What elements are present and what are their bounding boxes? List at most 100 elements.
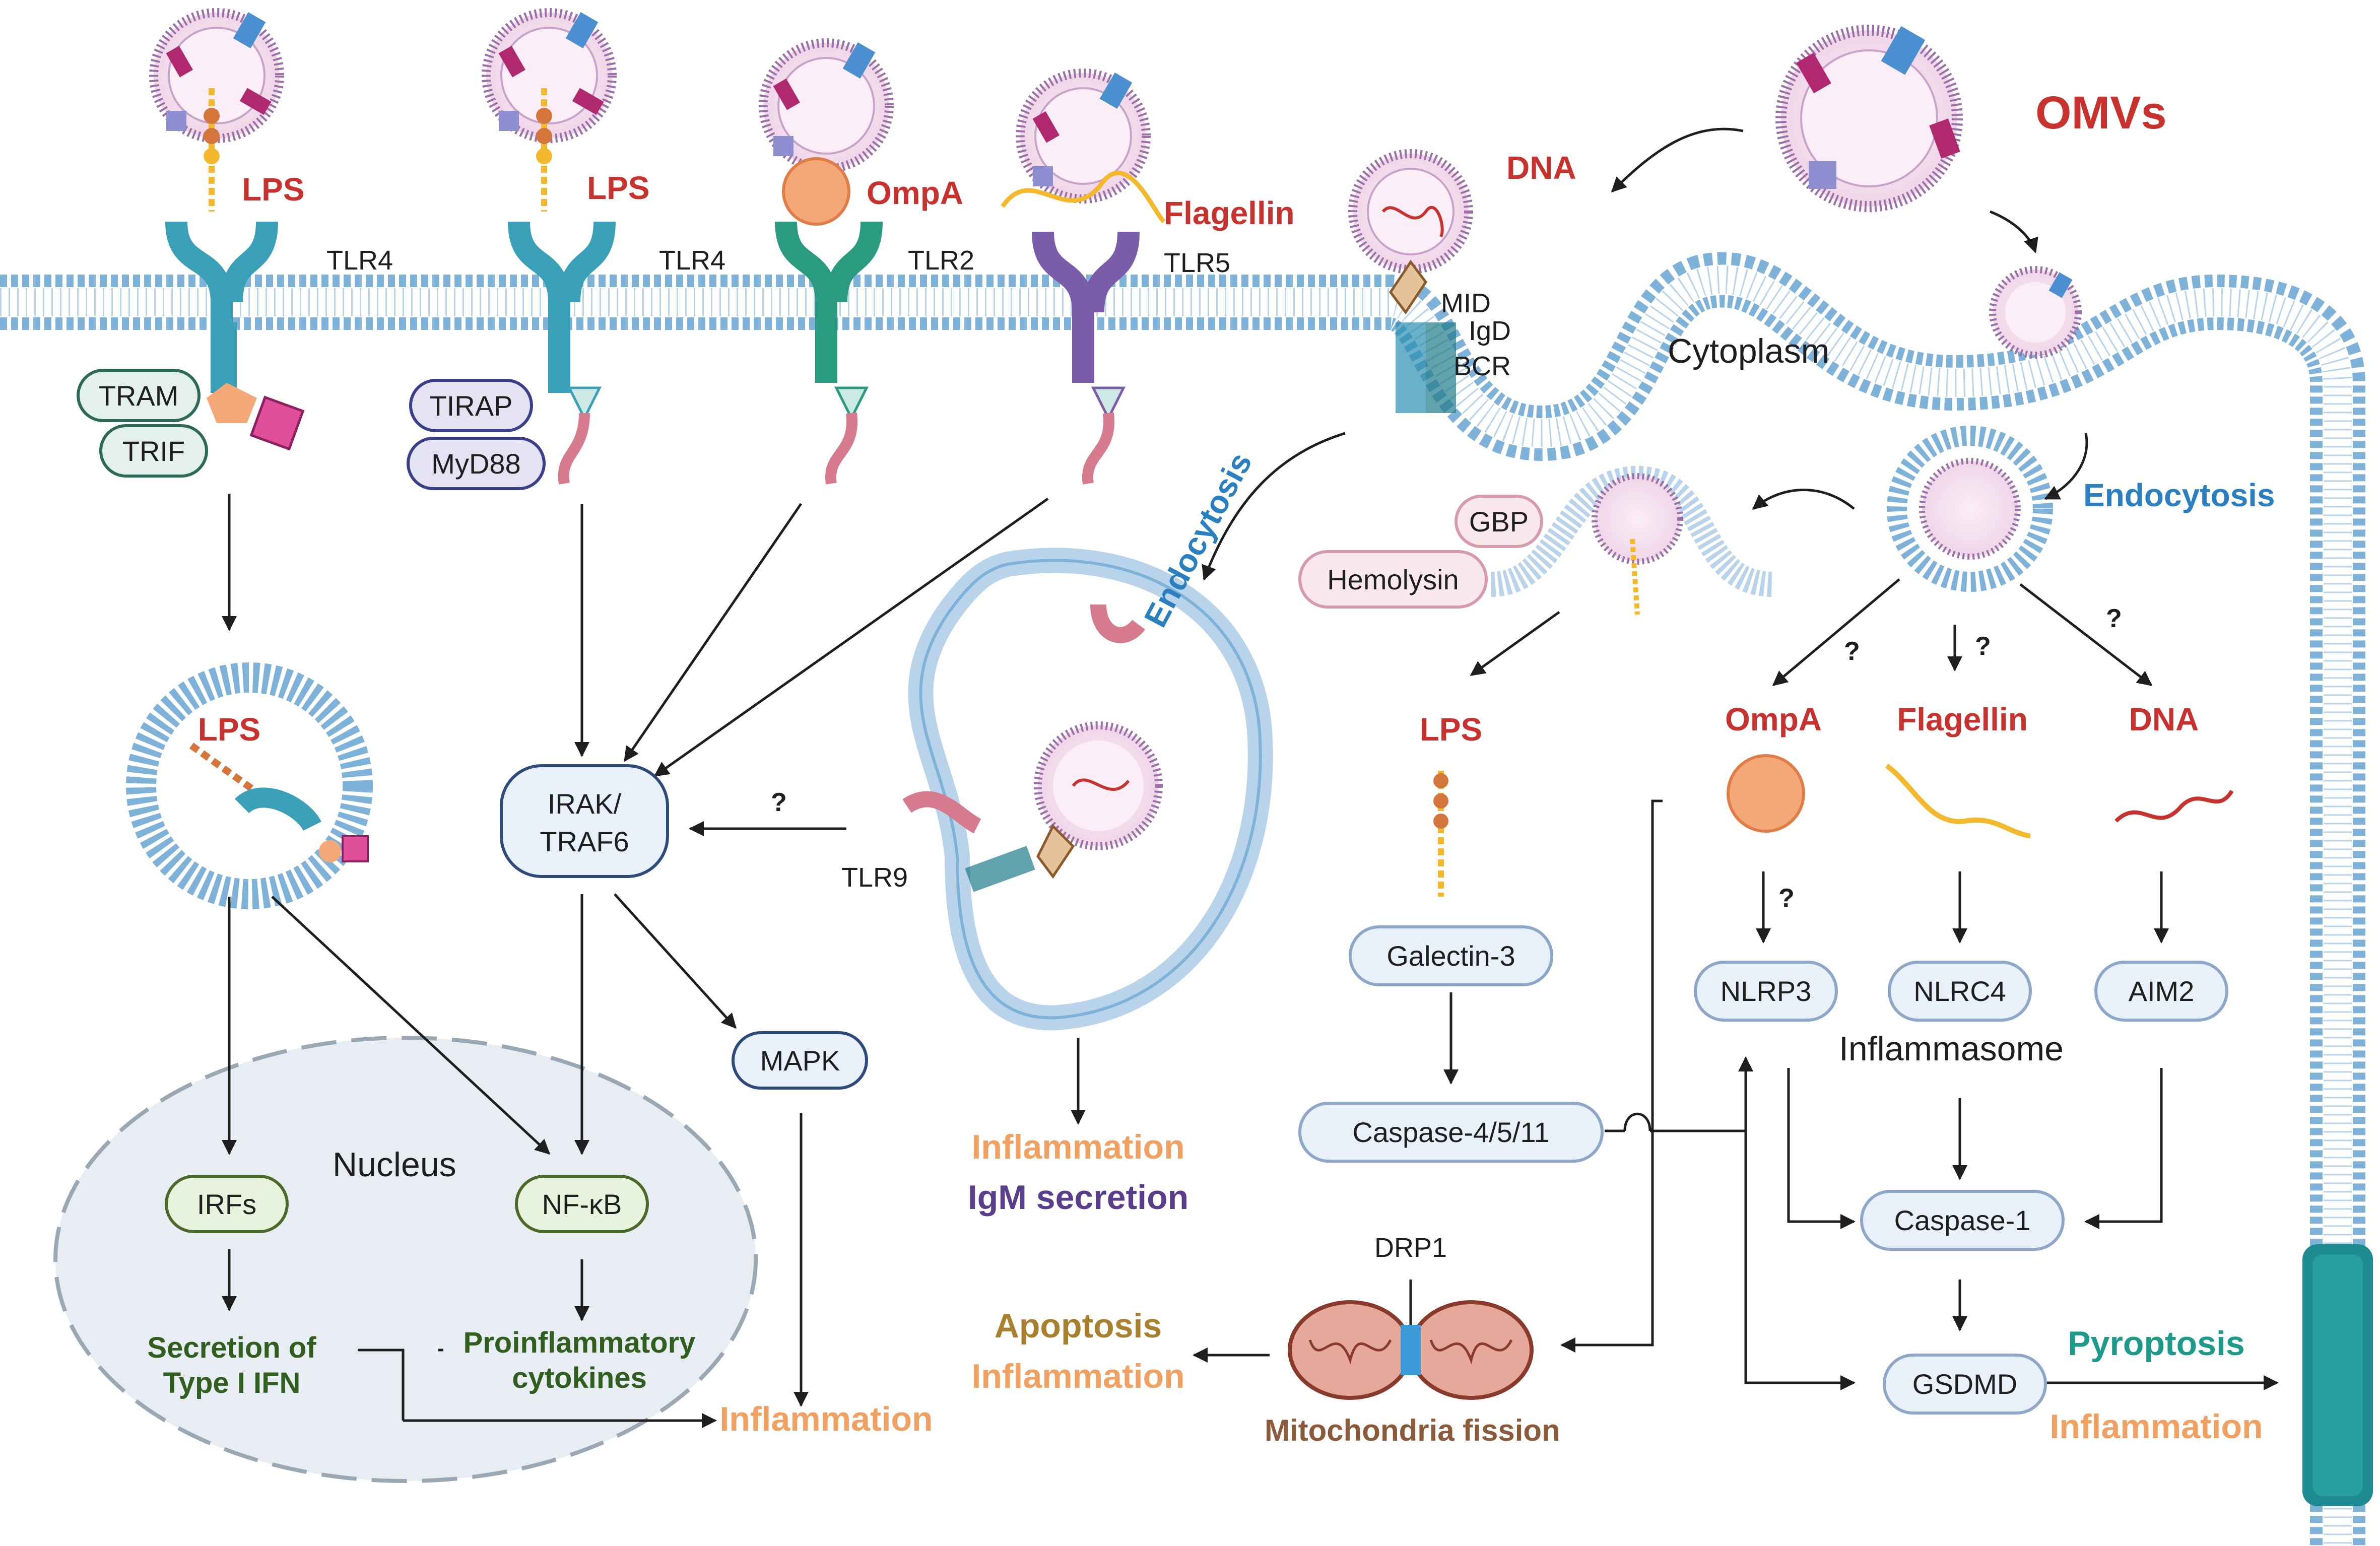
- inflammation-label-endo: Inflammation: [971, 1128, 1184, 1166]
- lps-label-1: LPS: [242, 171, 304, 208]
- dna-cyto-label: DNA: [2129, 701, 2199, 737]
- tlr2-receptor: [775, 221, 883, 421]
- flagellin-cyto-label: Flagellin: [1897, 701, 2028, 737]
- tlr9-label: TLR9: [841, 862, 908, 893]
- igm-secretion-label: IgM secretion: [968, 1178, 1188, 1217]
- ompa-cyto-glyph: [1727, 754, 1805, 833]
- question-mark-flagellin: ?: [1975, 632, 1991, 661]
- dna-cyto-glyph: [2114, 789, 2234, 823]
- gbp-membrane: [1490, 465, 1774, 615]
- tirap-label: TIRAP: [430, 390, 513, 422]
- lps-cyto-label: LPS: [1420, 711, 1482, 748]
- question-mark-dna: ?: [2106, 604, 2122, 633]
- nlrc4-label: NLRC4: [1913, 975, 2006, 1007]
- aim2-box: AIM2: [2094, 961, 2228, 1022]
- traf6-label: TRAF6: [540, 826, 629, 857]
- ompa-blob-top: [782, 157, 850, 226]
- tlr4-receptor-b: [508, 221, 616, 421]
- mito-fission-label: Mitochondria fission: [1265, 1414, 1560, 1447]
- irak-label: IRAK/: [548, 788, 622, 820]
- mid-label: MID: [1441, 288, 1491, 318]
- question-mark-ompa: ?: [1844, 637, 1860, 666]
- vesicle-right: [1887, 426, 2053, 592]
- tram-label: TRAM: [99, 380, 179, 412]
- apoptosis-label: Apoptosis: [995, 1307, 1162, 1345]
- nucleus: [53, 1036, 758, 1483]
- omv-large: [1775, 25, 1963, 212]
- nlrp3-label: NLRP3: [1721, 975, 1812, 1007]
- irak-traf6-box: IRAK/ TRAF6: [500, 764, 669, 878]
- lps-label-2: LPS: [587, 170, 649, 206]
- dna-label: DNA: [1506, 150, 1576, 186]
- endosome-tlr9: [902, 548, 1273, 1031]
- inflammasome-label: Inflammasome: [1839, 1030, 2064, 1068]
- caspase1-label: Caspase-1: [1894, 1204, 2031, 1236]
- gbp-label: GBP: [1469, 506, 1529, 537]
- inflammation-label-mito: Inflammation: [971, 1357, 1184, 1395]
- bcr-receptor: [1396, 322, 1456, 413]
- aim2-label: AIM2: [2129, 975, 2195, 1007]
- mapk-box: MAPK: [732, 1031, 868, 1090]
- hemolysin-label: Hemolysin: [1327, 564, 1459, 595]
- irfs-label: IRFs: [197, 1188, 256, 1220]
- nlrc4-box: NLRC4: [1888, 961, 2032, 1022]
- flagellin-cyto-glyph: [1885, 763, 2031, 839]
- secretion-label-1: Secretion of: [147, 1331, 316, 1364]
- mapk-label: MAPK: [760, 1045, 840, 1077]
- question-mark-tlr9: ?: [771, 788, 787, 817]
- secretion-label-2: Type I IFN: [163, 1367, 301, 1399]
- igd-label: IgD: [1469, 316, 1511, 346]
- gsdmd-pore: [2302, 1244, 2373, 1506]
- proinflammatory-label-1: Proinflammatory: [464, 1326, 696, 1359]
- nucleus-label: Nucleus: [333, 1146, 456, 1184]
- pyroptosis-label: Pyroptosis: [2068, 1324, 2244, 1363]
- tirap-box: TIRAP: [409, 379, 533, 432]
- galectin3-label: Galectin-3: [1386, 940, 1515, 972]
- tlr5-receptor: [1032, 231, 1140, 421]
- tail-domains: [207, 383, 1115, 485]
- galectin3-box: Galectin-3: [1349, 925, 1553, 986]
- mitochondrion: [1288, 1280, 1534, 1400]
- arrows: [222, 127, 2279, 1428]
- tlr5-label: TLR5: [1164, 248, 1230, 278]
- myd88-box: MyD88: [407, 437, 546, 490]
- lps-cyto-glyph: [1433, 771, 1448, 897]
- caspase4511-label: Caspase-4/5/11: [1352, 1116, 1549, 1148]
- caspase4511-box: Caspase-4/5/11: [1298, 1102, 1604, 1163]
- tlr4-label-a: TLR4: [326, 245, 393, 276]
- omv-top-1: [149, 8, 284, 143]
- endocytosis-label-right: Endocytosis: [2083, 477, 2275, 513]
- proinflammatory-label-2: cytokines: [512, 1362, 647, 1394]
- plasma-membrane: [0, 252, 2365, 1546]
- vesicle-lps-left: [126, 662, 373, 909]
- ompa-label: OmpA: [867, 175, 963, 211]
- lps-chain-1: [204, 88, 220, 212]
- trif-box: TRIF: [99, 424, 208, 478]
- drp1-label: DRP1: [1374, 1233, 1447, 1263]
- tlr4-receptor-a: [165, 221, 278, 393]
- inflammation-label-nucleus: Inflammation: [719, 1400, 933, 1438]
- hemolysin-box: Hemolysin: [1298, 550, 1488, 609]
- tram-box: TRAM: [77, 369, 201, 422]
- nfkb-box: NF-κB: [515, 1175, 649, 1233]
- trif-label: TRIF: [122, 435, 185, 467]
- nlrp3-box: NLRP3: [1694, 961, 1838, 1022]
- ompa-cyto-label: OmpA: [1725, 701, 1822, 737]
- bcr-label: BCR: [1453, 351, 1511, 381]
- tlr2-label: TLR2: [908, 245, 974, 276]
- omvs-label: OMVs: [2035, 87, 2167, 139]
- lps-vesicle-label: LPS: [198, 711, 260, 748]
- tlr4-label-b: TLR4: [659, 245, 725, 276]
- omv-top-2: [482, 8, 617, 143]
- caspase1-box: Caspase-1: [1860, 1190, 2065, 1251]
- omv-dna-bcr: [1348, 149, 1473, 315]
- question-mark-nlrp3: ?: [1778, 884, 1795, 913]
- flagellin-label: Flagellin: [1164, 195, 1295, 231]
- gsdmd-box: GSDMD: [1883, 1354, 2047, 1415]
- nfkb-label: NF-κB: [542, 1188, 622, 1220]
- irfs-box: IRFs: [165, 1175, 289, 1233]
- gbp-box: GBP: [1455, 495, 1543, 548]
- omv-top-3: [759, 38, 894, 173]
- omv-top-4: [1016, 69, 1151, 204]
